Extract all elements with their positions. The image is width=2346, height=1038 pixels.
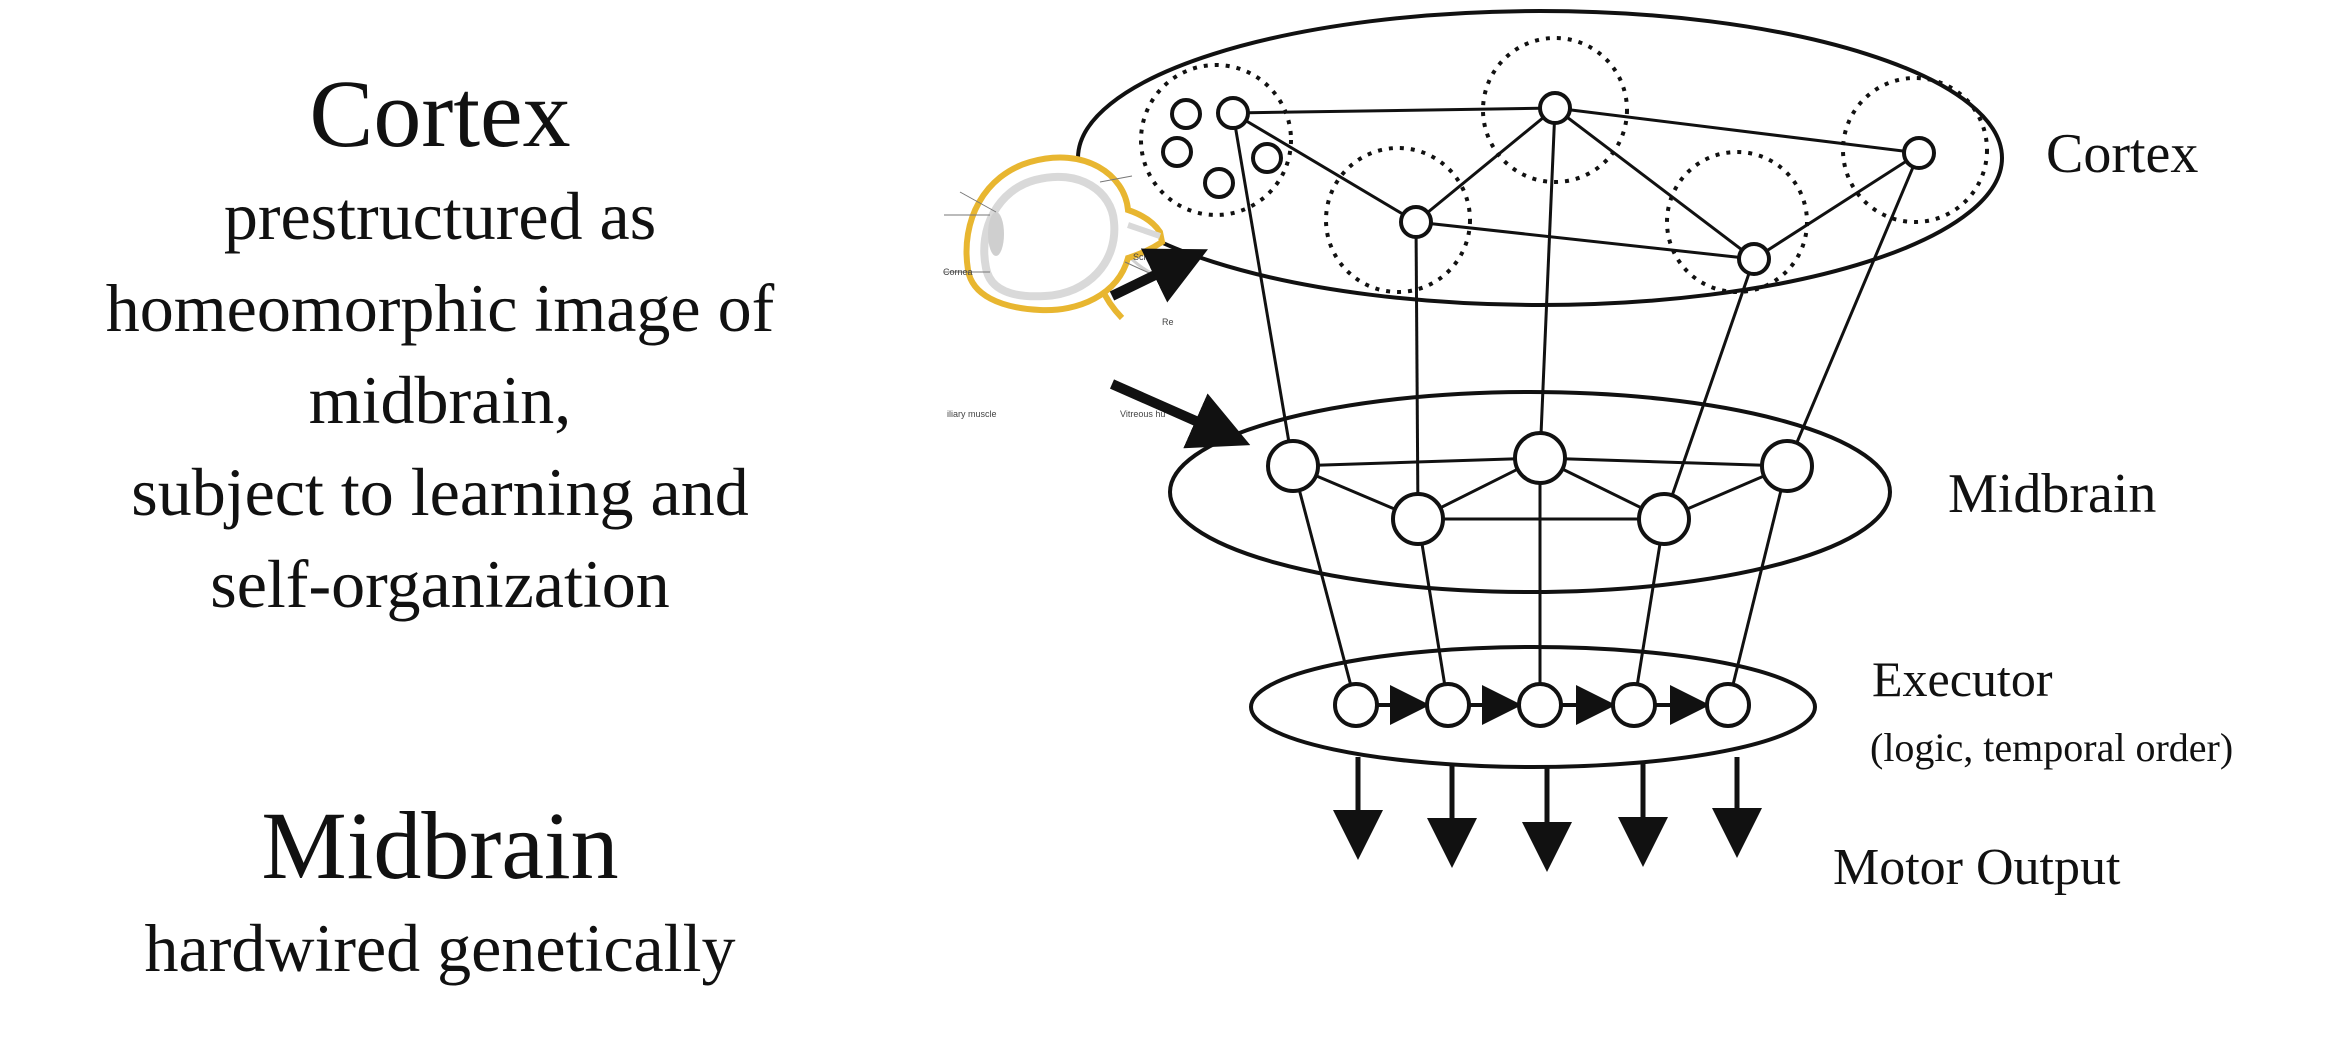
cortex-heading: Cortex — [309, 60, 571, 167]
executor-layer — [1249, 645, 1817, 769]
left-panel: Cortex prestructured as homeomorphic ima… — [0, 58, 880, 630]
midbrain-layer — [1168, 390, 1892, 594]
cortex-layer — [1076, 9, 2004, 307]
cortex-midbrain-connections — [1231, 107, 1921, 520]
eye-illustration: Cornea Sclera Ch Re iliary muscle Vitreo… — [943, 154, 1174, 419]
cortex-desc-line-4: subject to learning and — [131, 454, 749, 530]
eye-label-retina: Re — [1162, 317, 1174, 327]
eye-label-sclera: Sclera — [1133, 252, 1159, 262]
cortex-desc-line-3: midbrain, — [308, 362, 572, 438]
cortex-label: Cortex — [2046, 123, 2198, 185]
midbrain-label: Midbrain — [1948, 463, 2156, 525]
motor-output-arrows — [1333, 757, 1762, 872]
midbrain-desc: hardwired genetically — [144, 910, 736, 986]
midbrain-panel: Midbrain hardwired genetically — [0, 790, 880, 994]
cortex-desc-line-1: prestructured as — [223, 178, 657, 254]
motor-output-label: Motor Output — [1833, 839, 2121, 896]
cortex-regions — [1139, 36, 1989, 294]
midbrain-heading: Midbrain — [261, 792, 619, 899]
eye-label-ciliary: iliary muscle — [947, 409, 997, 419]
cortex-nodes — [1216, 91, 1936, 276]
eye-label-choroid: Ch — [1162, 282, 1174, 292]
eye-input-arrows — [1109, 248, 1251, 449]
cortex-desc-line-5: self-organization — [210, 546, 670, 622]
eye-label-cornea: Cornea — [943, 267, 973, 277]
cortex-cluster-nodes — [1161, 98, 1283, 199]
executor-note: (logic, temporal order) — [1870, 725, 2233, 770]
executor-label: Executor — [1872, 651, 2053, 707]
cortex-desc-line-2: homeomorphic image of — [105, 270, 775, 346]
executor-nodes — [1333, 682, 1751, 728]
midbrain-executor-connections — [1291, 458, 1789, 706]
midbrain-nodes — [1266, 431, 1814, 546]
cortex-connections — [1232, 106, 1920, 261]
eye-label-vitreous: Vitreous hu — [1120, 409, 1165, 419]
